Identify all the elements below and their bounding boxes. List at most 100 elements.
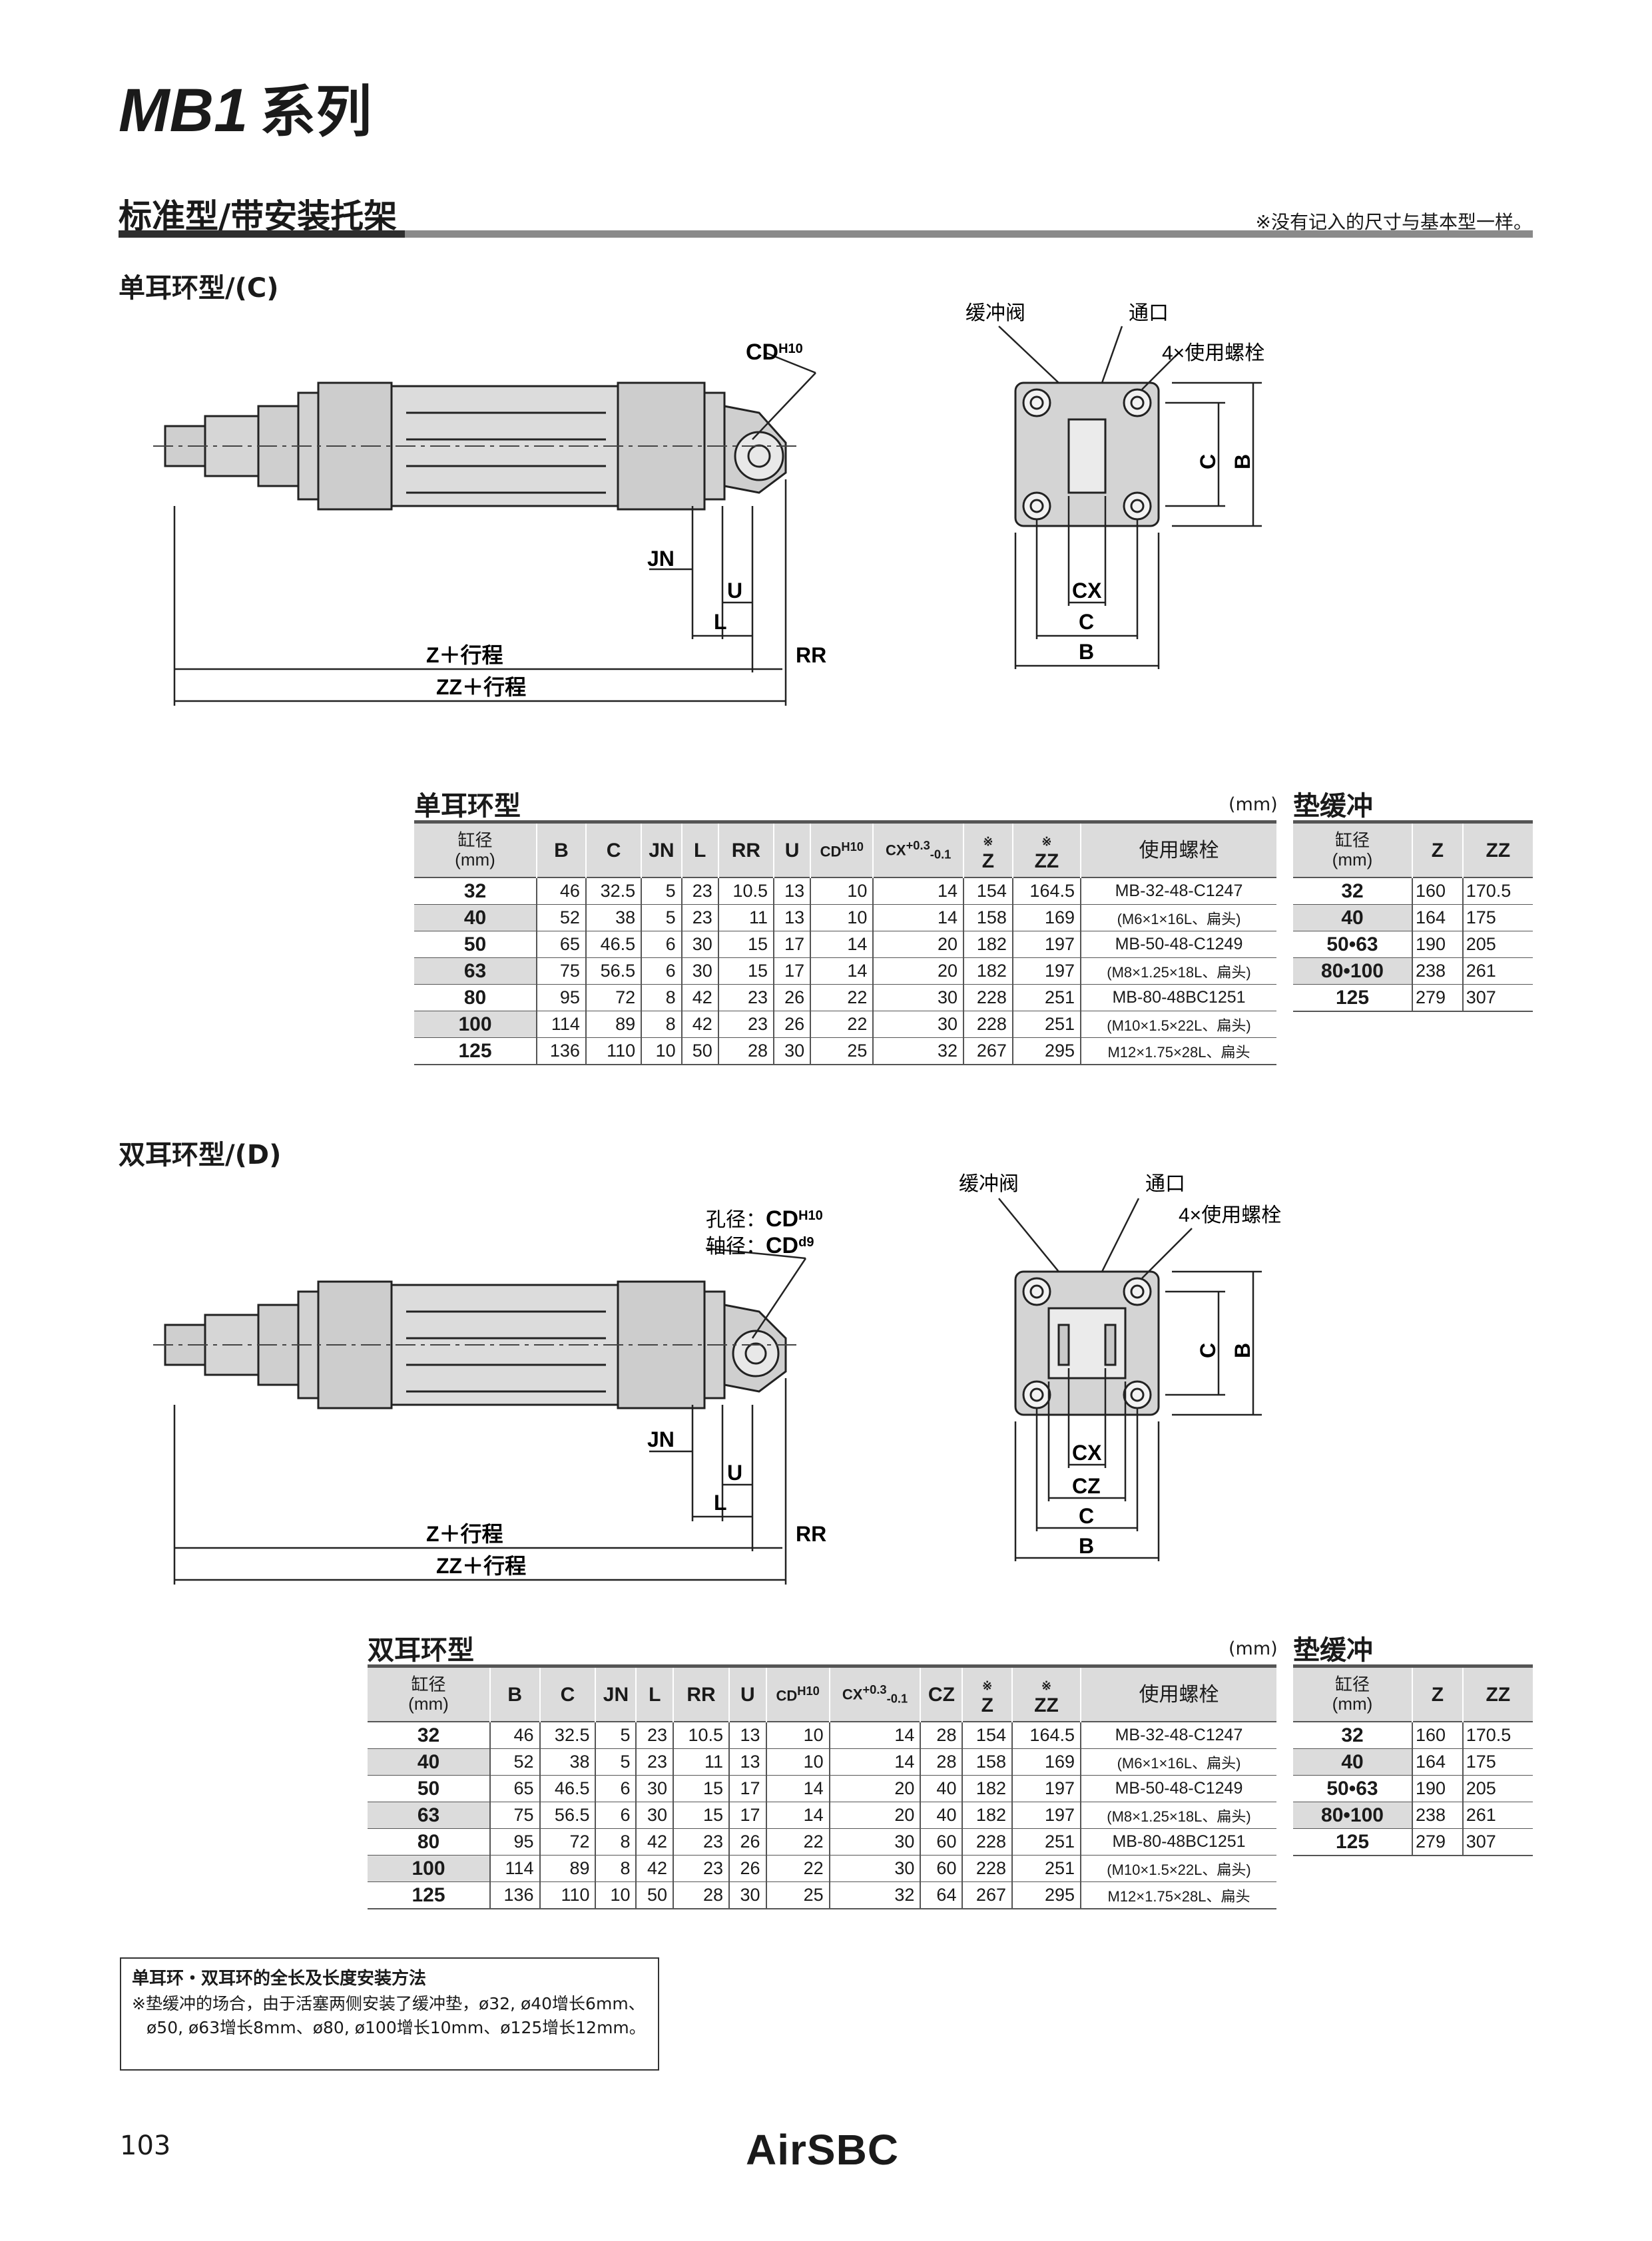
value-cell: 40 (920, 1775, 963, 1802)
bore-cell: 125 (1293, 1828, 1412, 1856)
header-l-2: L (635, 1666, 674, 1722)
value-cell: 154 (962, 1722, 1012, 1749)
bore-cell: 80•100 (1293, 1802, 1412, 1829)
label-zz-stroke-2: ZZ＋行程 (436, 1554, 526, 1578)
value-cell: 50 (635, 1881, 674, 1909)
value-cell: 11 (717, 904, 774, 931)
value-cell: 10 (810, 877, 874, 905)
value-cell: 42 (635, 1855, 674, 1882)
header-z: ※Z (962, 822, 1013, 877)
value-cell: 13 (728, 1748, 766, 1776)
label-c-side-2: C (1196, 1343, 1220, 1358)
value-cell: 14 (765, 1802, 830, 1829)
value-cell: 170.5 (1462, 1722, 1533, 1749)
value-cell: 164 (1412, 904, 1463, 931)
value-cell: 30 (773, 1037, 811, 1065)
value-cell: 28 (717, 1037, 774, 1065)
double-clevis-heading: 双耳环型/(D) (119, 1140, 282, 1170)
value-cell: 75 (489, 1802, 540, 1829)
value-cell: 26 (728, 1828, 766, 1856)
value-cell: 5 (641, 877, 682, 905)
bore-cell: 40 (368, 1748, 490, 1776)
value-cell: 30 (828, 1855, 921, 1882)
value-cell: 14 (872, 904, 964, 931)
header-c: C (585, 822, 642, 877)
header-bolt-2: 使用螺栓 (1080, 1666, 1276, 1722)
cushion-header-z: Z (1412, 822, 1463, 877)
value-cell: 14 (810, 957, 874, 985)
value-cell: 307 (1462, 1828, 1533, 1856)
value-cell: 23 (717, 984, 774, 1011)
value-cell: 182 (962, 957, 1013, 985)
bore-cell: 100 (368, 1855, 490, 1882)
header-cd-2: CDH10 (765, 1666, 830, 1722)
header-bore: 缸径(mm) (414, 822, 537, 877)
label-cushion-valve: 缓冲阀 (965, 302, 1025, 324)
label-cx: CX (1072, 579, 1102, 603)
value-cell: 42 (635, 1828, 674, 1856)
value-cell: 13 (773, 904, 811, 931)
value-cell: 164.5 (1011, 877, 1081, 905)
value-cell: 42 (681, 1011, 718, 1038)
value-cell: 15 (673, 1802, 730, 1829)
label-port: 通口 (1129, 302, 1169, 324)
value-cell: 28 (920, 1722, 963, 1749)
value-cell: 279 (1412, 1828, 1463, 1856)
note-box: 单耳环・双耳环的全长及长度安装方法 ※垫缓冲的场合，由于活塞两侧安装了缓冲垫，ø… (120, 1957, 659, 2071)
double-clevis-table: 缸径(mm) B C JN L RR U CDH10 CX+0.3-0.1 CZ… (368, 1664, 1276, 1909)
label-c-side: C (1196, 454, 1220, 469)
value-cell: 228 (962, 984, 1013, 1011)
value-cell: 26 (773, 1011, 811, 1038)
value-cell: 32.5 (539, 1722, 596, 1749)
value-cell: 267 (962, 1037, 1013, 1065)
value-cell: 28 (920, 1748, 963, 1776)
label-b-bottom: B (1079, 640, 1094, 664)
cushion-header-bore-2: 缸径(mm) (1293, 1666, 1412, 1722)
value-cell: 20 (872, 931, 964, 958)
series-model: MB1 (119, 77, 248, 144)
cushion-header-zz: ZZ (1462, 822, 1533, 877)
header-b: B (536, 822, 586, 877)
header-z-2: ※Z (962, 1666, 1012, 1722)
series-suffix: 系列 (260, 79, 372, 144)
bore-cell: 50•63 (1293, 1775, 1412, 1802)
value-cell: 205 (1462, 1775, 1533, 1802)
header-zz: ※ZZ (1011, 822, 1081, 877)
value-cell: 14 (828, 1722, 921, 1749)
label-cz-2: CZ (1072, 1474, 1101, 1498)
section-divider (119, 230, 1533, 238)
value-cell: 17 (773, 931, 811, 958)
header-jn-2: JN (595, 1666, 637, 1722)
value-cell: 17 (773, 957, 811, 985)
header-cz-2: CZ (920, 1666, 963, 1722)
value-cell: 169 (1011, 1748, 1081, 1776)
value-cell: 114 (489, 1855, 540, 1882)
value-cell: 14 (828, 1748, 921, 1776)
value-cell: 65 (489, 1775, 540, 1802)
label-l: L (714, 610, 727, 634)
value-cell: 5 (641, 904, 682, 931)
bore-cell: 40 (414, 904, 537, 931)
page-number: 103 (120, 2130, 171, 2161)
value-cell: 65 (536, 931, 586, 958)
value-cell: 238 (1412, 1802, 1463, 1829)
value-cell: 110 (539, 1881, 596, 1909)
bolt-cell: MB-50-48-C1249 (1080, 1775, 1276, 1802)
bore-cell: 32 (1293, 1722, 1412, 1749)
label-u: U (727, 579, 742, 603)
